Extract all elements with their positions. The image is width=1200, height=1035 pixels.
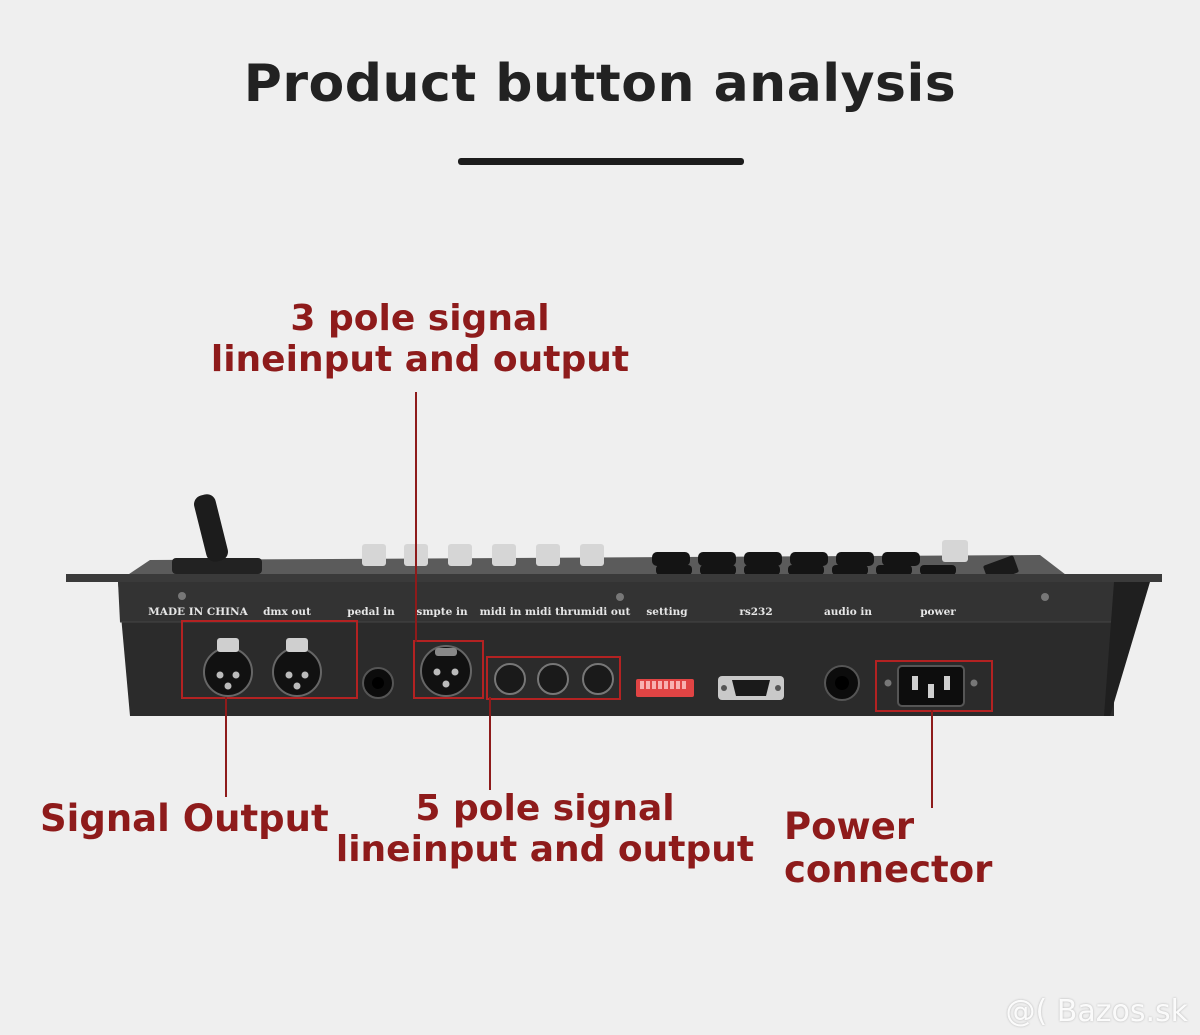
label-smpte-in: smpte in (416, 606, 468, 618)
button-grid (652, 552, 956, 575)
xlr-connector-2 (272, 638, 322, 697)
highlight-smpte (413, 640, 484, 699)
leader-five-pole (489, 697, 491, 790)
fader-row (362, 544, 604, 566)
leader-three-pole (415, 392, 417, 642)
label-midi: midi in midi thrumidi out (480, 606, 631, 618)
highlight-midi (486, 656, 621, 700)
midi-din-connectors (494, 663, 614, 695)
xlr-connector-1 (203, 638, 253, 697)
rs232-port (718, 676, 784, 700)
mounting-flange (66, 574, 1162, 582)
label-audio-in: audio in (824, 606, 872, 618)
panel-screws (178, 592, 1049, 601)
label-dmx-out: dmx out (263, 606, 311, 618)
top-right-key (942, 540, 968, 562)
label-made-in-china: MADE IN CHINA (148, 606, 248, 618)
power-socket (884, 665, 978, 707)
callout-five-pole-line2: lineinput and output (335, 829, 755, 871)
callout-power-connector: Power connector (784, 805, 993, 891)
leader-signal-output (225, 697, 227, 797)
highlight-boxes (181, 620, 993, 712)
callout-five-pole: 5 pole signal lineinput and output (330, 788, 760, 871)
title-underline (458, 158, 744, 165)
joystick-base (172, 558, 262, 574)
highlight-power (875, 660, 993, 712)
highlight-dmx-out (181, 620, 358, 699)
callout-three-pole-line1: 3 pole signal (290, 298, 550, 339)
smpte-xlr-connector (420, 645, 472, 697)
pedal-jack (362, 667, 394, 699)
audio-jack (824, 665, 860, 701)
label-setting: setting (646, 606, 688, 618)
callout-three-pole-line2: lineinput and output (210, 339, 630, 381)
callout-signal-output: Signal Output (40, 797, 329, 840)
label-pedal-in: pedal in (347, 606, 395, 618)
callout-three-pole: 3 pole signal lineinput and output (200, 298, 640, 381)
rear-panel-label-strip (118, 582, 1114, 622)
callout-five-pole-line1: 5 pole signal (415, 788, 675, 829)
console-top-deck (120, 555, 1070, 580)
leader-power (931, 710, 933, 808)
page-title: Product button analysis (243, 54, 957, 114)
side-wing-right (1104, 582, 1150, 716)
label-rs232: rs232 (739, 606, 772, 618)
joystick-stick (194, 494, 228, 562)
label-power: power (920, 606, 956, 618)
watermark: @( Bazos.sk (1005, 994, 1188, 1029)
